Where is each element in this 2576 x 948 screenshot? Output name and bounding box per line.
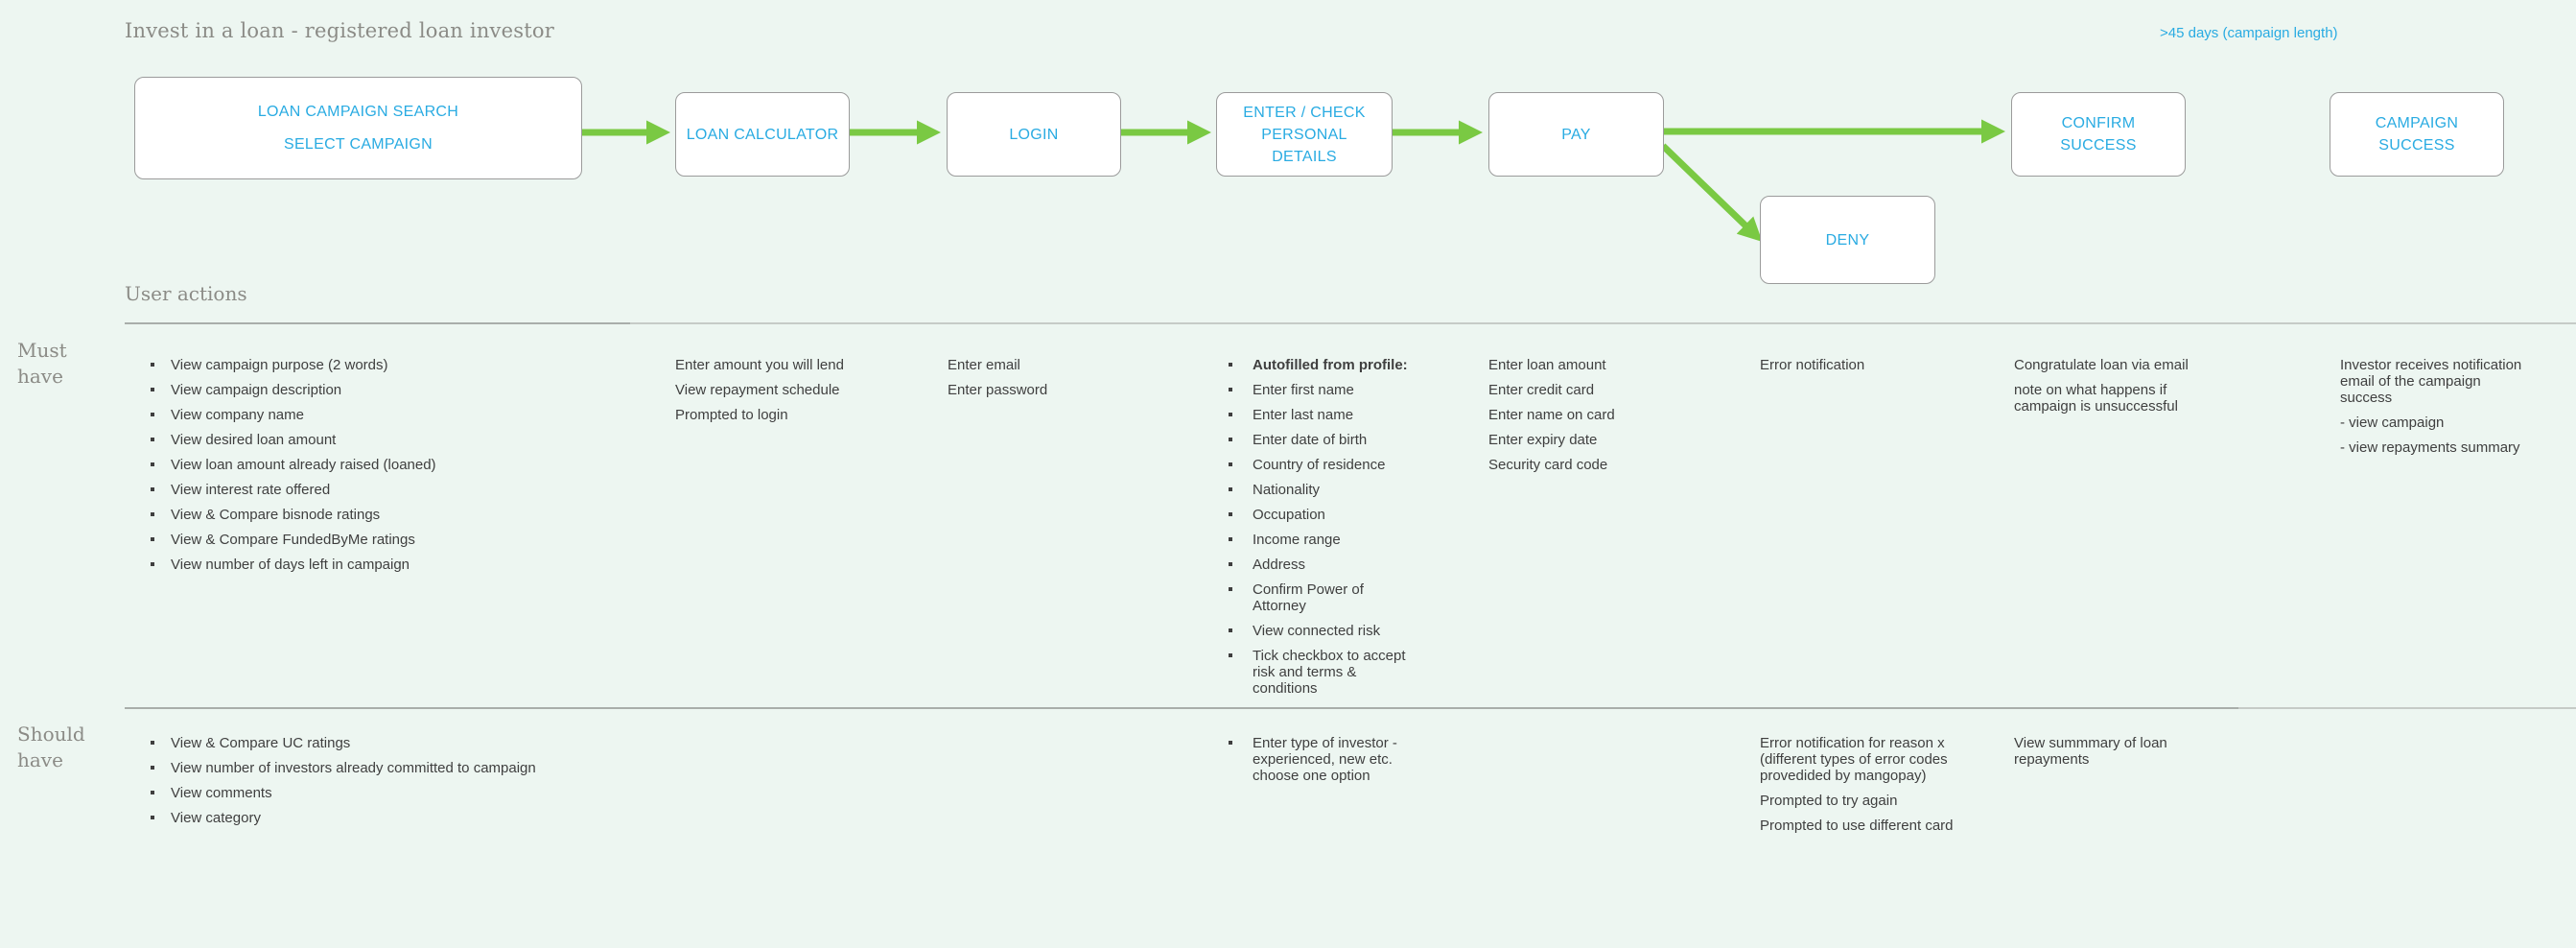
flow-box-confirm-success: CONFIRM SUCCESS bbox=[2011, 92, 2186, 177]
user-action: Enter last name bbox=[1229, 407, 1420, 423]
flow-box-label: ENTER / CHECK bbox=[1243, 104, 1366, 121]
user-action: Enter first name bbox=[1229, 382, 1420, 398]
flow-box-campaign-success: CAMPAIGN SUCCESS bbox=[2330, 92, 2504, 177]
user-action: Investor receives notification email of … bbox=[2340, 357, 2522, 406]
flow-box-pay: PAY bbox=[1488, 92, 1664, 177]
user-action: Enter type of investor - experienced, ne… bbox=[1229, 735, 1411, 784]
user-action: Enter email bbox=[948, 357, 1020, 373]
flow-box-label: PERSONAL bbox=[1261, 126, 1347, 143]
user-action: Nationality bbox=[1229, 482, 1420, 498]
heading-divider-dark-segment bbox=[125, 322, 630, 324]
user-action: View & Compare bisnode ratings bbox=[151, 507, 631, 523]
must-col-deny: Error notification bbox=[1760, 357, 1969, 382]
campaign-length-note: >45 days (campaign length) bbox=[2160, 25, 2338, 41]
flow-box-loan-campaign-search: LOAN CAMPAIGN SEARCH SELECT CAMPAIGN bbox=[134, 77, 582, 179]
should-col-deny: Error notification for reason x (differe… bbox=[1760, 735, 1969, 842]
user-action: Income range bbox=[1229, 532, 1420, 548]
flow-box-label: LOAN CALCULATOR bbox=[686, 126, 839, 143]
user-action: View & Compare UC ratings bbox=[151, 735, 669, 751]
flow-box-label: SELECT CAMPAIGN bbox=[283, 135, 433, 153]
should-col-campaign-search: View & Compare UC ratings View number of… bbox=[151, 735, 669, 835]
flow-box-loan-calculator: LOAN CALCULATOR bbox=[675, 92, 850, 177]
user-action: Enter name on card bbox=[1488, 407, 1615, 423]
must-col-loan-calculator: Enter amount you will lend View repaymen… bbox=[675, 357, 925, 432]
heading-divider bbox=[125, 322, 2576, 324]
user-action: Country of residence bbox=[1229, 457, 1420, 473]
user-action: Enter expiry date bbox=[1488, 432, 1598, 448]
user-action: View number of investors already committ… bbox=[151, 760, 669, 776]
arrow-pay-to-deny bbox=[1660, 143, 1763, 243]
should-col-confirm-success: View summmary of loan repayments bbox=[2014, 735, 2196, 776]
user-action: Prompted to try again bbox=[1760, 793, 1898, 809]
user-action: Security card code bbox=[1488, 457, 1608, 473]
row-label-must-have: Must have bbox=[17, 338, 67, 390]
user-action: Enter credit card bbox=[1488, 382, 1595, 398]
user-action: View company name bbox=[151, 407, 631, 423]
user-action: Occupation bbox=[1229, 507, 1420, 523]
section-divider bbox=[125, 707, 2238, 709]
user-action: Enter amount you will lend bbox=[675, 357, 844, 373]
must-col-confirm-success: Congratulate loan via email note on what… bbox=[2014, 357, 2196, 423]
user-action: Confirm Power of Attorney bbox=[1229, 581, 1420, 614]
user-action: Autofilled from profile: bbox=[1229, 357, 1420, 373]
flow-box-label: SUCCESS bbox=[2060, 137, 2137, 154]
flow-box-label: LOAN CAMPAIGN SEARCH bbox=[257, 103, 459, 120]
flow-box-label: CAMPAIGN bbox=[2375, 115, 2459, 131]
flow-box-label: CONFIRM bbox=[2061, 115, 2136, 131]
must-col-personal-details: Autofilled from profile: Enter first nam… bbox=[1229, 357, 1420, 705]
user-action: - view campaign bbox=[2340, 415, 2445, 431]
flow-box-personal-details: ENTER / CHECK PERSONAL DETAILS bbox=[1216, 92, 1393, 177]
must-col-campaign-success: Investor receives notification email of … bbox=[2340, 357, 2537, 464]
user-action: View campaign description bbox=[151, 382, 631, 398]
flow-box-label: SUCCESS bbox=[2378, 137, 2455, 154]
user-action: View desired loan amount bbox=[151, 432, 631, 448]
user-action: Address bbox=[1229, 557, 1420, 573]
user-action: View comments bbox=[151, 785, 669, 801]
row-label-line: Should bbox=[17, 723, 85, 746]
user-action: Tick checkbox to accept risk and terms &… bbox=[1229, 648, 1420, 697]
user-actions-heading: User actions bbox=[125, 282, 247, 305]
user-action: Error notification for reason x (differe… bbox=[1760, 735, 1948, 784]
row-label-line: Must bbox=[17, 339, 67, 362]
user-action: Prompted to use different card bbox=[1760, 818, 1954, 834]
user-action: View campaign purpose (2 words) bbox=[151, 357, 631, 373]
user-action: View connected risk bbox=[1229, 623, 1420, 639]
user-action: View number of days left in campaign bbox=[151, 557, 631, 573]
page-title: Invest in a loan - registered loan inves… bbox=[125, 19, 554, 42]
must-col-campaign-search: View campaign purpose (2 words) View cam… bbox=[151, 357, 631, 581]
flow-box-label: DETAILS bbox=[1272, 148, 1337, 165]
user-action: Enter password bbox=[948, 382, 1048, 398]
must-col-login: Enter email Enter password bbox=[948, 357, 1091, 407]
should-col-personal-details: Enter type of investor - experienced, ne… bbox=[1229, 735, 1411, 793]
user-action: View category bbox=[151, 810, 669, 826]
user-action: View loan amount already raised (loaned) bbox=[151, 457, 631, 473]
user-action: View repayment schedule bbox=[675, 382, 840, 398]
flow-box-deny: DENY bbox=[1760, 196, 1935, 284]
row-label-line: have bbox=[17, 365, 63, 388]
row-label-line: have bbox=[17, 748, 63, 771]
row-label-should-have: Should have bbox=[17, 722, 85, 773]
section-divider-light-segment bbox=[2238, 707, 2576, 709]
user-action: View & Compare FundedByMe ratings bbox=[151, 532, 631, 548]
user-action: Enter loan amount bbox=[1488, 357, 1606, 373]
flow-box-label: PAY bbox=[1561, 126, 1591, 143]
user-action: note on what happens if campaign is unsu… bbox=[2014, 382, 2178, 415]
user-action: Congratulate loan via email bbox=[2014, 357, 2189, 373]
user-action: View interest rate offered bbox=[151, 482, 631, 498]
user-action: Enter date of birth bbox=[1229, 432, 1420, 448]
must-col-pay: Enter loan amount Enter credit card Ente… bbox=[1488, 357, 1699, 482]
user-action: - view repayments summary bbox=[2340, 439, 2520, 456]
user-action: View summmary of loan repayments bbox=[2014, 735, 2167, 768]
user-action: Error notification bbox=[1760, 357, 1865, 373]
flow-box-login: LOGIN bbox=[947, 92, 1121, 177]
flow-box-label: DENY bbox=[1825, 231, 1870, 249]
user-action: Prompted to login bbox=[675, 407, 788, 423]
flow-box-label: LOGIN bbox=[1009, 126, 1059, 143]
